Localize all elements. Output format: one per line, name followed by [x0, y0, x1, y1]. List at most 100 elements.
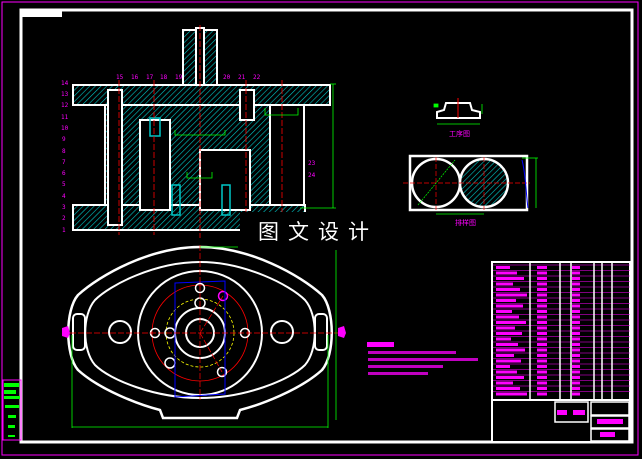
callout-3: 3 — [62, 204, 66, 211]
bom-cell-mark — [572, 277, 580, 280]
bom-cell-mark — [572, 354, 580, 357]
bom-cell-mark — [537, 277, 547, 280]
bom-cell-mark — [537, 337, 547, 341]
bom-cell-mark — [496, 326, 515, 330]
bom-cell-mark — [537, 310, 547, 313]
bom-cell-mark — [572, 337, 580, 341]
layout-drawing-caption: 排样图 — [455, 218, 476, 227]
bom-cell-mark — [496, 304, 523, 308]
bom-cell-mark — [537, 348, 547, 352]
callout-6: 6 — [62, 170, 66, 177]
callout-labels: 14 13 12 11 10 9 8 7 6 5 4 3 2 1 15 16 1… — [61, 74, 316, 234]
bom-cell-mark — [496, 343, 518, 346]
bom-cell-mark — [537, 332, 547, 335]
bom-cell-mark — [537, 370, 547, 374]
bom-cell-mark — [572, 293, 580, 297]
bom-cell-mark — [572, 359, 580, 363]
callout-18: 18 — [160, 74, 168, 81]
bom-cell-mark — [496, 387, 520, 390]
bom-cell-mark — [572, 332, 580, 335]
left-side-table — [2, 379, 22, 441]
callout-9: 9 — [62, 136, 66, 143]
die-section-view — [72, 25, 336, 238]
callout-10: 10 — [61, 125, 69, 132]
bom-cell-mark — [572, 299, 580, 302]
bom-cell-mark — [537, 266, 547, 269]
callout-11: 11 — [61, 114, 69, 121]
bom-cell-mark — [496, 332, 522, 335]
callout-22: 22 — [253, 74, 261, 81]
bom-cell-mark — [537, 381, 547, 385]
bom-cell-mark — [537, 376, 547, 379]
bom-cell-mark — [572, 321, 580, 324]
process-drawing — [433, 98, 483, 125]
bom-cell-mark — [537, 392, 547, 396]
bom-cell-mark — [496, 348, 525, 352]
callout-24: 24 — [308, 172, 316, 179]
bom-cell-mark — [537, 343, 547, 346]
bom-cell-mark — [572, 326, 580, 330]
bom-cell-mark — [496, 282, 513, 286]
bom-cell-mark — [572, 381, 580, 385]
drawing-frame — [19, 8, 634, 444]
callout-8: 8 — [62, 148, 66, 155]
bom-cell-mark — [537, 359, 547, 363]
callout-14: 14 — [61, 80, 69, 87]
callout-12: 12 — [61, 102, 69, 109]
bom-cell-mark — [572, 343, 580, 346]
callout-16: 16 — [131, 74, 139, 81]
bom-cell-mark — [496, 271, 517, 275]
frame-tab — [22, 11, 62, 17]
bom-cell-mark — [496, 310, 512, 313]
bom-cell-mark — [572, 282, 580, 286]
bom-cell-mark — [496, 359, 521, 363]
bom-cell-mark — [496, 315, 519, 319]
bom-cell-mark — [496, 381, 513, 385]
watermark: 图文设计 — [240, 212, 396, 250]
bom-cell-mark — [496, 266, 510, 269]
bom-cell-mark — [572, 365, 580, 368]
callout-19: 19 — [175, 74, 183, 81]
bom-cell-mark — [572, 288, 580, 291]
bom-cell-mark — [537, 288, 547, 291]
bom-cell-mark — [537, 299, 547, 302]
callout-17: 17 — [146, 74, 154, 81]
bom-cell-mark — [572, 266, 580, 269]
callout-21: 21 — [238, 74, 246, 81]
bom-cell-mark — [537, 326, 547, 330]
callout-13: 13 — [61, 91, 69, 98]
bill-of-materials — [493, 263, 630, 400]
bom-cell-mark — [537, 387, 547, 390]
bom-cell-mark — [537, 293, 547, 297]
bom-cell-mark — [496, 293, 527, 297]
callout-5: 5 — [62, 181, 66, 188]
bom-cell-mark — [496, 277, 524, 280]
die-plan-view — [62, 245, 346, 428]
strip-layout-drawing — [403, 154, 538, 215]
bom-cell-mark — [572, 271, 580, 275]
bom-cell-mark — [537, 354, 547, 357]
callout-7: 7 — [62, 159, 66, 166]
bom-cell-mark — [496, 392, 527, 396]
bom-cell-mark — [496, 376, 524, 379]
bom-cell-mark — [496, 299, 516, 302]
process-drawing-caption: 工序图 — [449, 129, 470, 138]
bom-cell-mark — [496, 365, 510, 368]
bom-cell-mark — [496, 288, 520, 291]
technical-requirements-notes — [367, 342, 478, 375]
bom-cell-mark — [496, 354, 514, 357]
bom-cell-mark — [496, 337, 511, 341]
bom-cell-mark — [537, 365, 547, 368]
callout-2: 2 — [62, 215, 66, 222]
bom-cell-mark — [572, 370, 580, 374]
bom-cell-mark — [496, 370, 517, 374]
bom-cell-mark — [572, 387, 580, 390]
bom-cell-mark — [572, 304, 580, 308]
bom-cell-mark — [537, 271, 547, 275]
callout-15: 15 — [116, 74, 124, 81]
callout-20: 20 — [223, 74, 231, 81]
bom-cell-mark — [537, 304, 547, 308]
